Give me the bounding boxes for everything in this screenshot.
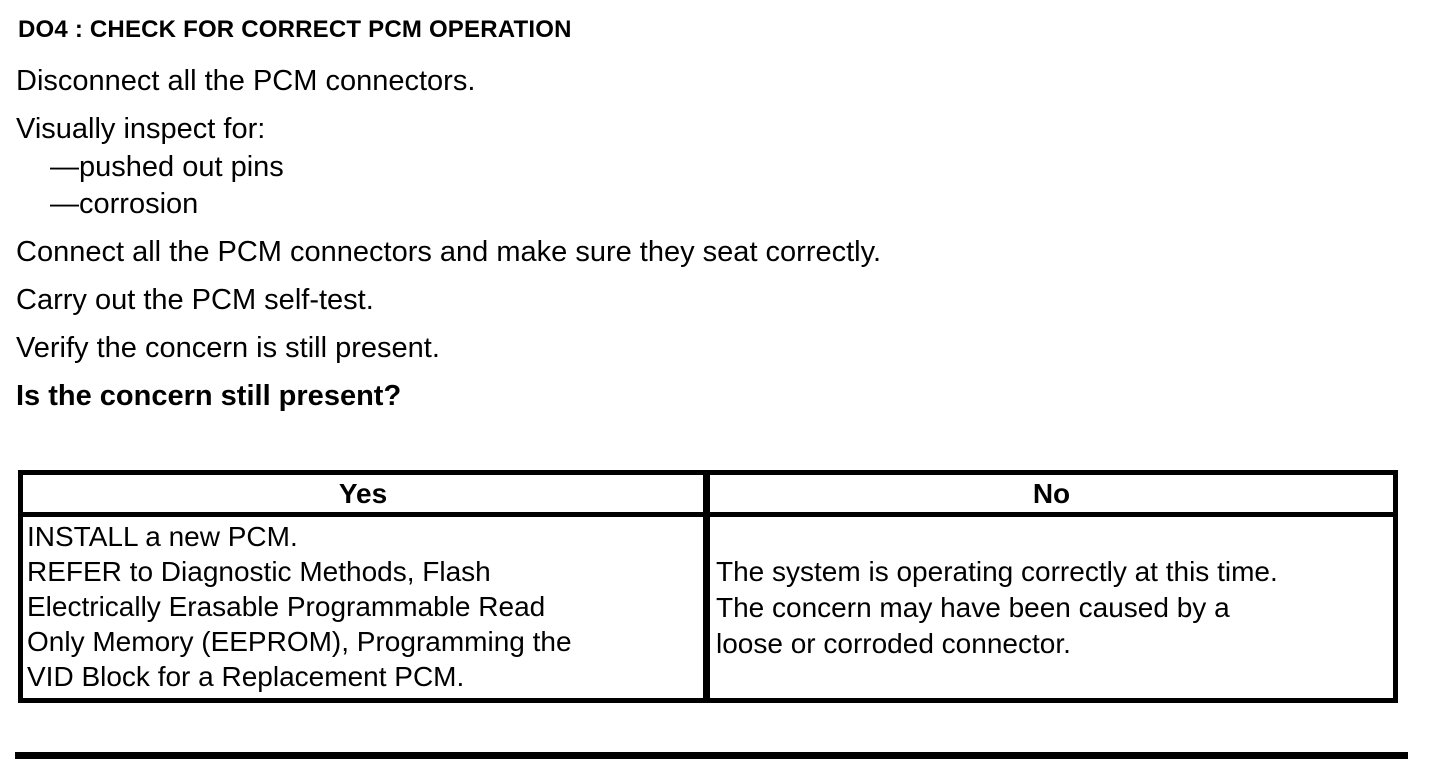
result-line: loose or corroded connector.: [716, 627, 1071, 659]
page-title: DO4 : CHECK FOR CORRECT PCM OPERATION: [18, 16, 572, 43]
inspection-item-pushed-pins: —pushed out pins: [50, 151, 284, 183]
inspection-list: —pushed out pins —corrosion: [16, 152, 1420, 219]
results-table: Yes No INSTALL a new PCM. REFER to Diagn…: [18, 470, 1398, 703]
result-line: Electrically Erasable Programmable Read: [27, 591, 546, 622]
document-content: DO4 : CHECK FOR CORRECT PCM OPERATION Di…: [16, 16, 1420, 703]
result-line: INSTALL a new PCM.: [27, 521, 298, 552]
results-body-row: INSTALL a new PCM. REFER to Diagnostic M…: [23, 517, 1393, 698]
horizontal-rule: [15, 752, 1408, 759]
result-line: Only Memory (EEPROM), Programming the: [27, 626, 572, 657]
inspection-item-corrosion: —corrosion: [50, 188, 199, 220]
result-line: REFER to Diagnostic Methods, Flash: [27, 556, 491, 587]
inspection-intro: Visually inspect for:: [16, 113, 266, 145]
result-line: The system is operating correctly at thi…: [716, 555, 1278, 587]
instruction-verify-concern: Verify the concern is still present.: [16, 332, 440, 364]
instruction-self-test: Carry out the PCM self-test.: [16, 284, 374, 316]
result-line: VID Block for a Replacement PCM.: [27, 661, 465, 692]
yes-result-cell: INSTALL a new PCM. REFER to Diagnostic M…: [23, 517, 710, 698]
no-result-cell: The system is operating correctly at thi…: [710, 517, 1393, 698]
results-header-no: No: [1032, 477, 1071, 509]
instruction-disconnect-connectors: Disconnect all the PCM connectors.: [16, 65, 476, 97]
instruction-connect-connectors: Connect all the PCM connectors and make …: [16, 236, 882, 268]
results-header-row: Yes No: [23, 475, 1393, 517]
results-header-yes: Yes: [23, 475, 710, 512]
result-line: The concern may have been caused by a: [716, 591, 1230, 623]
decision-question: Is the concern still present?: [16, 380, 402, 412]
